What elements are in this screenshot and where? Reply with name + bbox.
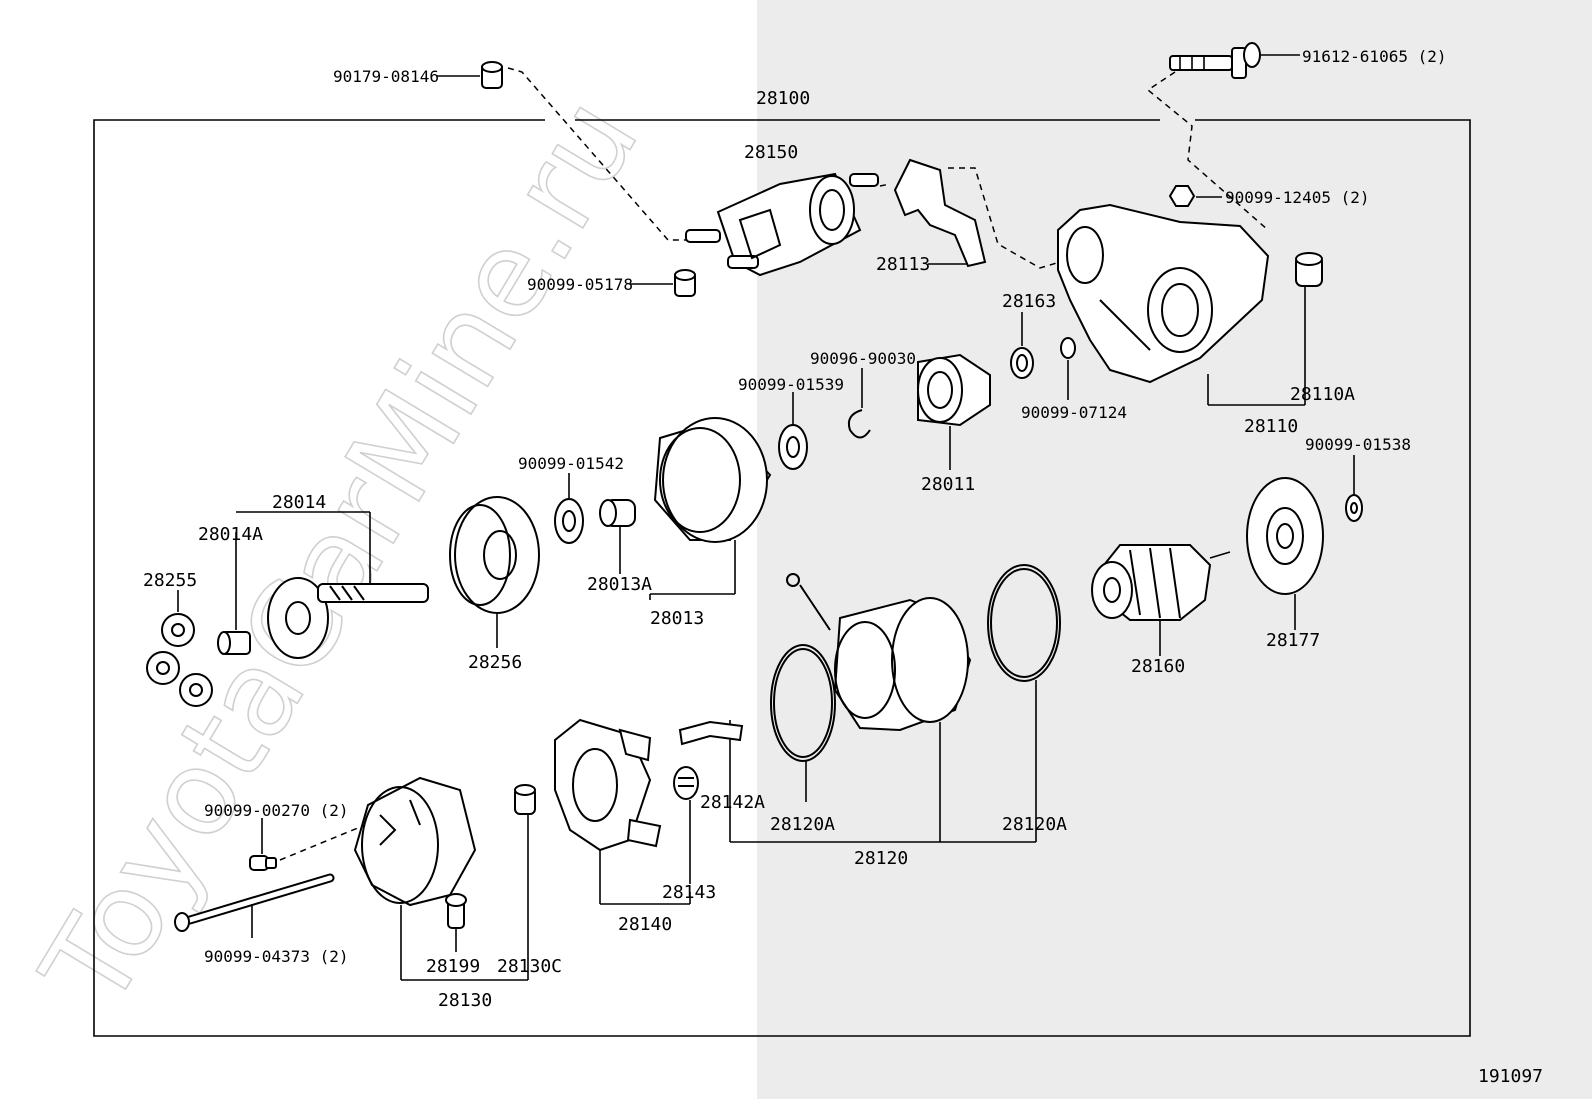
part-28142A-spring[interactable]: [678, 720, 744, 746]
label-28160[interactable]: 28160: [1131, 656, 1185, 677]
label-28110[interactable]: 28110: [1244, 416, 1298, 437]
part-28255-gears[interactable]: [146, 590, 213, 707]
label-28013[interactable]: 28013: [650, 608, 704, 629]
label-90096-90030[interactable]: 90096-90030: [810, 349, 916, 368]
part-28160-armature[interactable]: [1091, 544, 1231, 656]
part-28113-lever[interactable]: [893, 158, 1061, 269]
label-90099-01538[interactable]: 90099-01538: [1305, 435, 1411, 454]
label-28120A-right[interactable]: 28120A: [1002, 814, 1067, 835]
label-28013A[interactable]: 28013A: [587, 574, 652, 595]
label-28255[interactable]: 28255: [143, 570, 197, 591]
label-90099-00270[interactable]: 90099-00270 (2): [204, 801, 349, 820]
part-90099-07124-ring[interactable]: [1060, 337, 1076, 400]
part-28120-field-frame[interactable]: [786, 573, 972, 828]
label-28163[interactable]: 28163: [1002, 291, 1056, 312]
part-28014A-bearing[interactable]: [217, 511, 370, 655]
label-28142A[interactable]: 28142A: [700, 792, 765, 813]
part-28013A-bushing[interactable]: [599, 499, 636, 574]
part-28110-housing[interactable]: [1057, 203, 1306, 406]
part-28140-brush-holder[interactable]: [554, 718, 691, 905]
part-90099-05178-nut[interactable]: [630, 269, 696, 297]
label-28110A[interactable]: 28110A: [1290, 384, 1355, 405]
part-28177-plate[interactable]: [1246, 477, 1324, 630]
part-28130C-bushing[interactable]: [514, 784, 536, 952]
part-90099-12405-nut[interactable]: [1168, 185, 1222, 207]
figure-code: 191097: [1478, 1066, 1543, 1087]
part-28120A-gasket-right[interactable]: [987, 564, 1061, 828]
part-90179-08146-nut[interactable]: [436, 61, 690, 241]
label-90099-01542[interactable]: 90099-01542: [518, 454, 624, 473]
label-28140[interactable]: 28140: [618, 914, 672, 935]
label-28130C[interactable]: 28130C: [497, 956, 562, 977]
part-28256-ring-gear[interactable]: [449, 496, 540, 648]
part-28143-spring[interactable]: [673, 766, 699, 884]
label-90179-08146[interactable]: 90179-08146: [333, 67, 439, 86]
part-labels: 90179-08146 91612-61065 (2) 28100 28150 …: [143, 47, 1543, 1087]
part-28163-ring[interactable]: [1010, 312, 1034, 379]
part-28130-end-frame[interactable]: [353, 776, 529, 981]
label-28014[interactable]: 28014: [272, 492, 326, 513]
label-91612-61065[interactable]: 91612-61065 (2): [1302, 47, 1447, 66]
part-90099-00270-screw[interactable]: [249, 818, 366, 871]
label-28130[interactable]: 28130: [438, 990, 492, 1011]
label-90099-04373[interactable]: 90099-04373 (2): [204, 947, 349, 966]
assembly-frame: [93, 119, 1471, 1037]
label-28143[interactable]: 28143: [662, 882, 716, 903]
label-28014A[interactable]: 28014A: [198, 524, 263, 545]
label-90099-05178[interactable]: 90099-05178: [527, 275, 633, 294]
part-90099-04373-through-bolt[interactable]: [174, 873, 335, 938]
label-90099-07124[interactable]: 90099-07124: [1021, 403, 1127, 422]
part-28150-solenoid[interactable]: [685, 172, 891, 277]
label-28120[interactable]: 28120: [854, 848, 908, 869]
part-28013-yoke[interactable]: [649, 417, 772, 600]
label-28177[interactable]: 28177: [1266, 630, 1320, 651]
label-28150[interactable]: 28150: [744, 142, 798, 163]
label-28199[interactable]: 28199: [426, 956, 480, 977]
label-90099-01539[interactable]: 90099-01539: [738, 375, 844, 394]
label-28011[interactable]: 28011: [921, 474, 975, 495]
watermark-text: ToyotaCarMine.ru: [15, 75, 665, 1031]
label-28100[interactable]: 28100: [756, 88, 810, 109]
label-90099-12405[interactable]: 90099-12405 (2): [1225, 188, 1370, 207]
part-28110A-bushing[interactable]: [1295, 252, 1323, 287]
part-28199-plug[interactable]: [445, 893, 467, 952]
part-90096-90030-clip[interactable]: [847, 368, 871, 439]
part-28011-clutch[interactable]: [917, 353, 991, 470]
label-28256[interactable]: 28256: [468, 652, 522, 673]
label-28120A-left[interactable]: 28120A: [770, 814, 835, 835]
part-91612-61065-bolt[interactable]: [1146, 42, 1300, 231]
part-28120A-gasket-left[interactable]: [770, 644, 836, 802]
part-90099-01539-washer[interactable]: [778, 392, 808, 470]
part-28014-shaft[interactable]: [267, 512, 429, 659]
part-90099-01542-washer[interactable]: [554, 473, 584, 544]
part-90099-01538-washer[interactable]: [1345, 455, 1363, 522]
bracket-28120: [729, 720, 1037, 843]
label-28113[interactable]: 28113: [876, 254, 930, 275]
